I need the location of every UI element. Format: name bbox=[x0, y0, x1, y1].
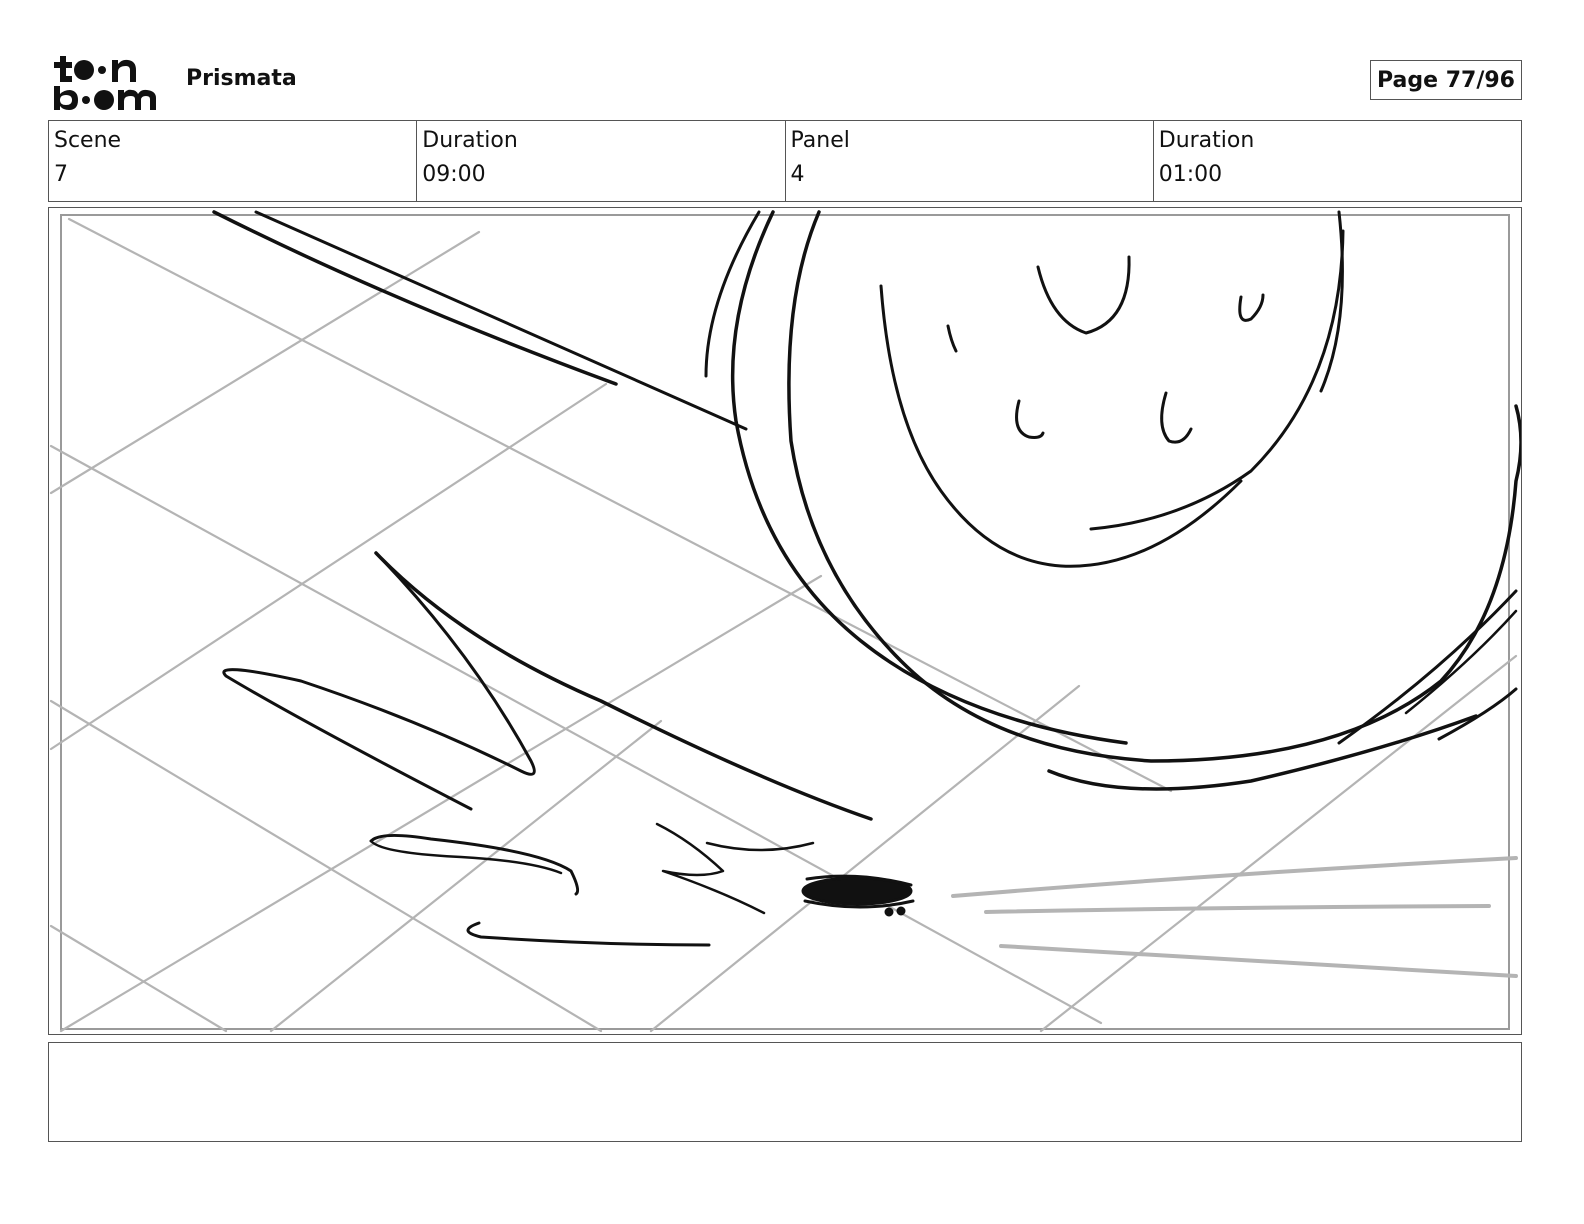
scene-duration-cell: Duration 09:00 bbox=[417, 121, 786, 201]
panel-duration-value: 01:00 bbox=[1158, 162, 1223, 187]
storyboard-panel-frame bbox=[48, 207, 1522, 1035]
panel-info-bar: Scene 7 Duration 09:00 Panel 4 Duration … bbox=[48, 120, 1522, 202]
storyboard-sketch bbox=[49, 210, 1521, 1033]
panel-value: 4 bbox=[790, 162, 805, 187]
panel-duration-label: Duration bbox=[1158, 128, 1255, 153]
ship-sketch bbox=[801, 874, 915, 917]
panel-notes-area bbox=[48, 1042, 1522, 1142]
panel-cell: Panel 4 bbox=[786, 121, 1154, 201]
scene-value: 7 bbox=[54, 162, 68, 187]
project-title: Prismata bbox=[186, 66, 297, 91]
toon-boom-logo bbox=[54, 56, 156, 110]
scene-cell: Scene 7 bbox=[49, 121, 418, 201]
scene-label: Scene bbox=[54, 128, 122, 153]
floor-grid bbox=[49, 217, 1518, 1033]
safe-area-frame bbox=[60, 214, 1510, 1030]
scene-duration-value: 09:00 bbox=[422, 162, 486, 187]
panel-label: Panel bbox=[790, 128, 850, 153]
speed-lines bbox=[951, 856, 1518, 978]
scene-duration-label: Duration bbox=[422, 128, 518, 153]
panel-duration-cell: Duration 01:00 bbox=[1154, 121, 1521, 201]
page-number: Page 77/96 bbox=[1370, 60, 1522, 100]
ink-strokes bbox=[212, 210, 1521, 947]
